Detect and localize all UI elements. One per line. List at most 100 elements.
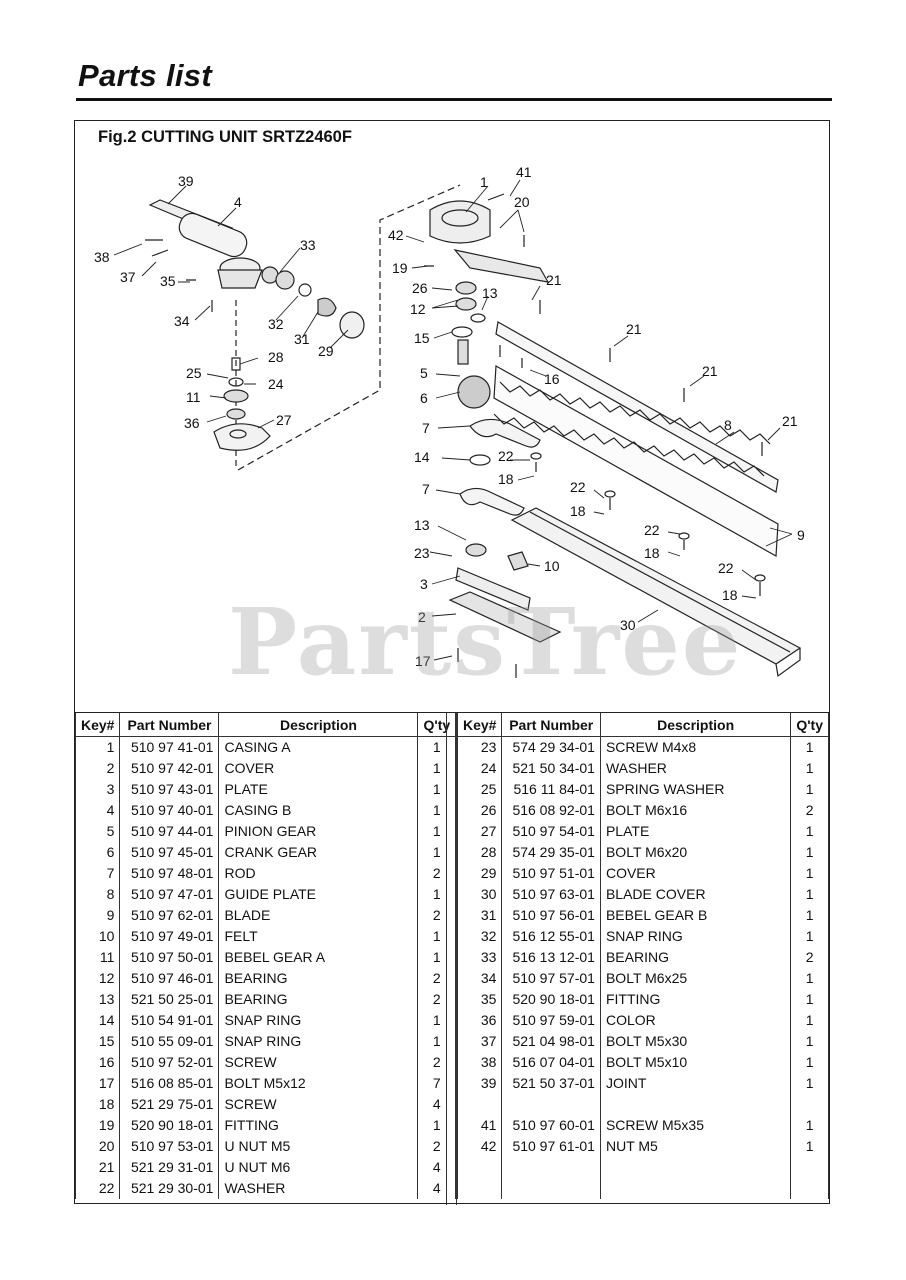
callout-number: 18 xyxy=(498,471,514,487)
cell-part-number xyxy=(501,1157,601,1178)
cell-part-number: 521 04 98-01 xyxy=(501,1031,601,1052)
cell-qty xyxy=(790,1178,829,1199)
cell-key: 3 xyxy=(74,779,121,800)
cell-key: 39 xyxy=(456,1073,503,1094)
cell-description: SNAP RING xyxy=(599,926,792,947)
callout-number: 26 xyxy=(412,280,428,296)
cell-description: BEARING xyxy=(599,947,792,968)
cell-description: FELT xyxy=(218,926,419,947)
callout-number: 39 xyxy=(178,173,194,189)
cell-key: 15 xyxy=(74,1031,121,1052)
cell-qty: 1 xyxy=(790,926,829,947)
cell-part-number: 521 50 34-01 xyxy=(501,758,601,779)
table-header-row: Key# Part Number Description Q'ty xyxy=(74,713,457,737)
cell-part-number: 574 29 35-01 xyxy=(501,842,601,863)
cell-description: SNAP RING xyxy=(218,1010,419,1031)
callout-number: 35 xyxy=(160,273,176,289)
callout-number: 13 xyxy=(482,285,498,301)
fasteners-drawing xyxy=(424,193,766,678)
cell-qty: 1 xyxy=(790,736,829,758)
table-row xyxy=(456,1094,829,1115)
cell-part-number: 510 97 60-01 xyxy=(501,1115,601,1136)
cell-part-number: 510 97 53-01 xyxy=(119,1136,220,1157)
cell-key: 37 xyxy=(456,1031,503,1052)
callout-number: 18 xyxy=(570,503,586,519)
table-row xyxy=(456,1157,829,1178)
cell-key: 20 xyxy=(74,1136,121,1157)
cell-qty: 1 xyxy=(790,1073,829,1094)
table-row xyxy=(456,1178,829,1199)
callout-number: 11 xyxy=(186,389,201,405)
callout-number: 32 xyxy=(268,316,284,332)
cell-key: 21 xyxy=(74,1157,121,1178)
cell-part-number: 521 50 25-01 xyxy=(119,989,220,1010)
cell-description: BLADE COVER xyxy=(599,884,792,905)
callout-number: 29 xyxy=(318,343,334,359)
cell-key: 18 xyxy=(74,1094,121,1115)
cell-key: 12 xyxy=(74,968,121,989)
cell-key: 14 xyxy=(74,1010,121,1031)
cell-part-number: 510 97 56-01 xyxy=(501,905,601,926)
cell-description: COVER xyxy=(218,758,419,779)
cell-key: 24 xyxy=(456,758,503,779)
cell-qty: 1 xyxy=(790,821,829,842)
cell-key: 31 xyxy=(456,905,503,926)
header-description: Description xyxy=(218,713,419,737)
cell-description: BLADE xyxy=(218,905,419,926)
cell-part-number xyxy=(501,1094,601,1115)
callout-number: 1 xyxy=(480,174,488,190)
callout-number: 30 xyxy=(620,617,636,633)
cell-description: WASHER xyxy=(599,758,792,779)
header-key: Key# xyxy=(456,713,503,737)
callout-layer: 1234567789101112131314151617181818181920… xyxy=(94,164,805,669)
cell-qty: 1 xyxy=(790,989,829,1010)
cell-description xyxy=(599,1094,792,1115)
cell-description: CASING A xyxy=(218,736,419,758)
cell-part-number: 510 97 50-01 xyxy=(119,947,220,968)
table-header-row: Key# Part Number Description Q'ty xyxy=(456,713,829,737)
cell-qty: 1 xyxy=(790,968,829,989)
cell-part-number: 516 12 55-01 xyxy=(501,926,601,947)
callout-number: 5 xyxy=(420,365,428,381)
cell-key: 2 xyxy=(74,758,121,779)
cell-description: COLOR xyxy=(599,1010,792,1031)
callout-number: 13 xyxy=(414,517,430,533)
callout-number: 16 xyxy=(544,371,560,387)
cell-description: BEBEL GEAR A xyxy=(218,947,419,968)
casing-a-drawing xyxy=(429,200,562,643)
callout-number: 10 xyxy=(544,558,560,574)
cell-description: BOLT M6x25 xyxy=(599,968,792,989)
cell-key: 27 xyxy=(456,821,503,842)
title-rule xyxy=(76,98,832,101)
cell-part-number: 520 90 18-01 xyxy=(119,1115,220,1136)
cell-key: 22 xyxy=(74,1178,121,1199)
blade-cover-drawing xyxy=(510,507,802,678)
callout-number: 33 xyxy=(300,237,316,253)
cell-qty: 1 xyxy=(790,842,829,863)
callout-number: 8 xyxy=(724,417,732,433)
callout-number: 7 xyxy=(422,420,430,436)
callout-number: 7 xyxy=(422,481,430,497)
cell-qty: 2 xyxy=(790,947,829,968)
cell-key: 7 xyxy=(74,863,121,884)
callout-number: 21 xyxy=(702,363,718,379)
figure-title: Fig.2 CUTTING UNIT SRTZ2460F xyxy=(98,128,352,146)
cell-key: 38 xyxy=(456,1052,503,1073)
callout-number: 31 xyxy=(294,331,310,347)
cell-key: 41 xyxy=(456,1115,503,1136)
cell-qty: 1 xyxy=(790,779,829,800)
cell-part-number: 510 97 62-01 xyxy=(119,905,220,926)
callout-number: 23 xyxy=(414,545,430,561)
